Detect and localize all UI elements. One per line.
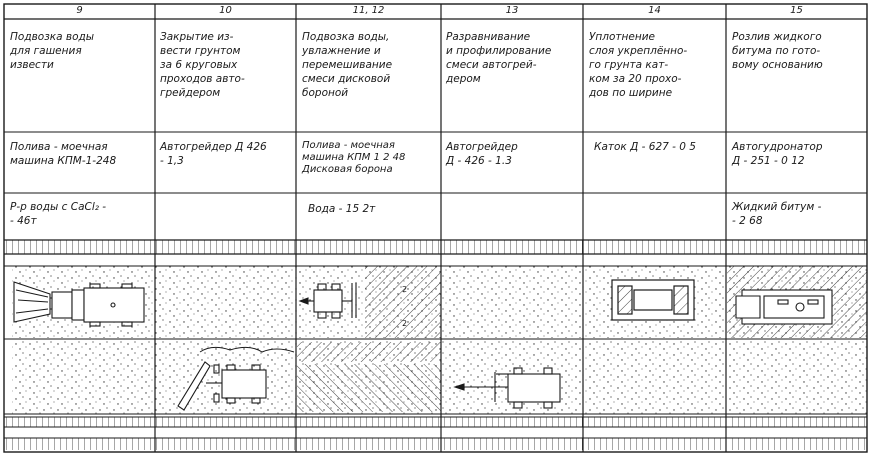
column-number: 11, 12 bbox=[352, 5, 385, 16]
machine-text: Полива - моечная машина КПМ 1 2 48 Диско… bbox=[302, 140, 406, 175]
operation-text: Разравнивание и профилирование смеси авт… bbox=[446, 31, 552, 85]
mixed-layer-hatch bbox=[365, 266, 440, 338]
material-text: Р-р воды с CaCl₂ - - 46т bbox=[10, 201, 107, 227]
operation-text: Уплотнение слоя укреплённо- го грунта ка… bbox=[589, 31, 688, 99]
roller-icon bbox=[611, 279, 695, 321]
column-number: 10 bbox=[219, 5, 232, 16]
operation-text: Закрытие из- вести грунтом за 6 круговых… bbox=[160, 31, 245, 99]
disk-harrow-icon: 2 2 bbox=[298, 283, 407, 328]
column-number: 13 bbox=[505, 5, 519, 16]
column-number: 9 bbox=[76, 5, 83, 16]
grader-profiling-icon bbox=[453, 367, 561, 409]
operation-text: Подвозка воды, увлажнение и перемешивани… bbox=[302, 31, 393, 99]
machine-text: Каток Д - 627 - 0 5 bbox=[594, 141, 696, 153]
base-layer-hatch bbox=[297, 364, 441, 412]
svg-text:2: 2 bbox=[402, 285, 407, 294]
column-number: 14 bbox=[648, 5, 661, 16]
machine-text: Автогрейдер Д 426 - 1,3 bbox=[160, 141, 267, 167]
machine-text: Полива - моечная машина КПМ-1-248 bbox=[10, 141, 117, 167]
svg-text:2: 2 bbox=[402, 319, 407, 328]
ticked-band-top bbox=[4, 240, 867, 254]
material-text: Вода - 15 2т bbox=[308, 203, 376, 215]
grader-icon bbox=[177, 346, 295, 411]
machine-text: Автогудронатор Д - 251 - 0 12 bbox=[732, 141, 823, 167]
watering-truck-icon bbox=[13, 281, 145, 327]
material-text: Жидкий битум - - 2 68 bbox=[732, 201, 822, 227]
machine-text: Автогрейдер Д - 426 - 1.3 bbox=[446, 141, 518, 167]
column-number: 15 bbox=[790, 5, 803, 16]
ticked-band-mid bbox=[4, 417, 867, 427]
bitumen-distributor-icon bbox=[735, 289, 833, 325]
moist-layer-hatch bbox=[297, 342, 441, 362]
ticked-band-bottom bbox=[4, 438, 867, 450]
operation-text: Розлив жидкого битума по гото- вому осно… bbox=[732, 31, 823, 71]
operation-text: Подвозка воды для гашения извести bbox=[10, 31, 95, 71]
